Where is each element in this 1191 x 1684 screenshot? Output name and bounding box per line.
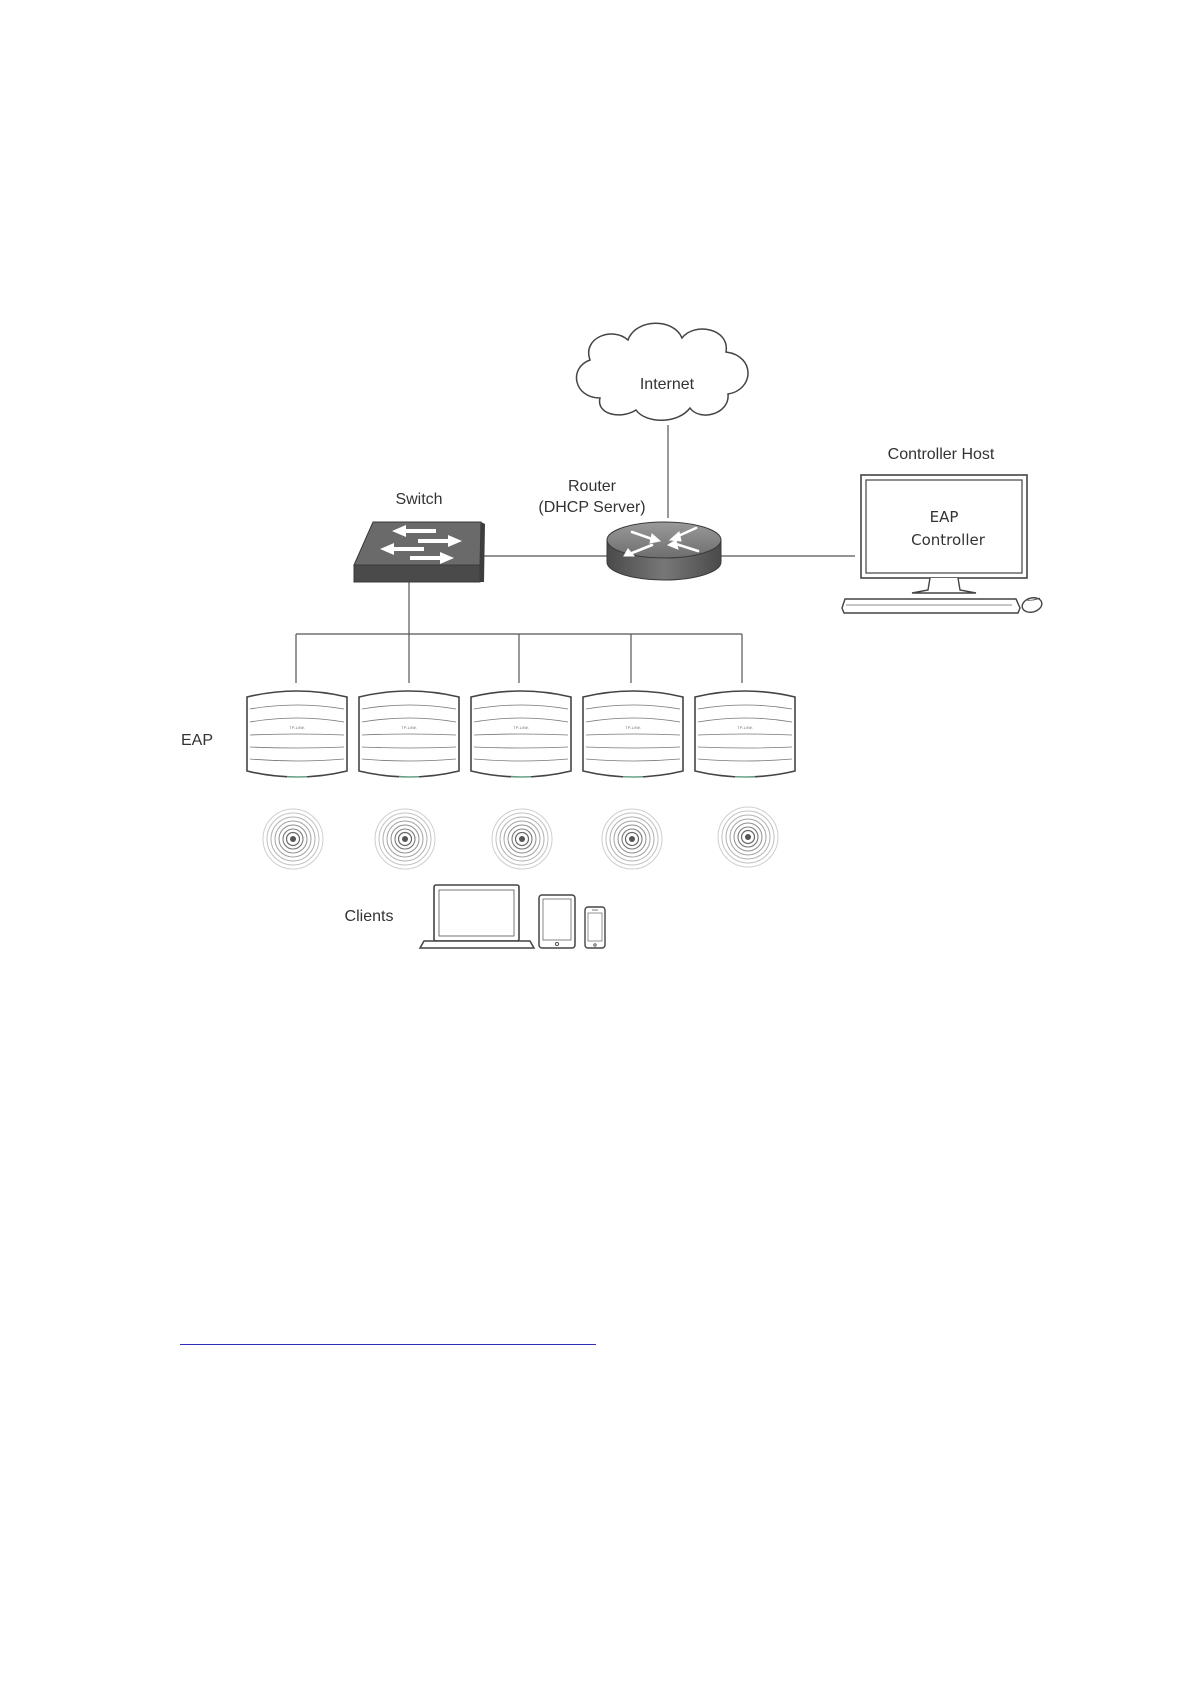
screen-controller-label: Controller <box>911 531 986 549</box>
laptop-icon <box>420 885 534 948</box>
access-point-icon: TP-LINK <box>695 691 795 777</box>
eap-2-brand: TP-LINK <box>401 725 417 730</box>
eap-5-brand: TP-LINK <box>737 725 753 730</box>
access-point-icon: TP-LINK <box>247 691 347 777</box>
eap-4-brand: TP-LINK <box>625 725 641 730</box>
mouse-icon <box>1021 596 1044 615</box>
wifi-signal-icon <box>375 809 435 869</box>
router-label: Router <box>568 478 617 495</box>
wifi-signal-icon <box>602 809 662 869</box>
access-point-icon: TP-LINK <box>471 691 571 777</box>
access-point-icon: TP-LINK <box>583 691 683 777</box>
screen-eap-label: EAP <box>930 508 959 526</box>
tablet-icon <box>539 895 575 948</box>
smartphone-icon <box>585 907 605 948</box>
eap-1-brand: TP-LINK <box>289 725 305 730</box>
cloud-icon <box>577 323 748 420</box>
keyboard-icon <box>842 599 1020 613</box>
router-icon <box>607 522 721 580</box>
footer-link[interactable] <box>180 1324 596 1345</box>
switch-label: Switch <box>395 491 442 508</box>
switch-icon <box>354 522 485 582</box>
eap-3-brand: TP-LINK <box>513 725 529 730</box>
wifi-signal-icon <box>718 807 778 867</box>
controller-host-label: Controller Host <box>888 446 995 463</box>
eap-label: EAP <box>181 732 213 749</box>
access-point-icon: TP-LINK <box>359 691 459 777</box>
clients-label: Clients <box>345 908 394 925</box>
router-role-label: (DHCP Server) <box>538 499 645 516</box>
wifi-signal-icon <box>492 809 552 869</box>
wifi-signal-icon <box>263 809 323 869</box>
internet-label: Internet <box>640 376 695 393</box>
